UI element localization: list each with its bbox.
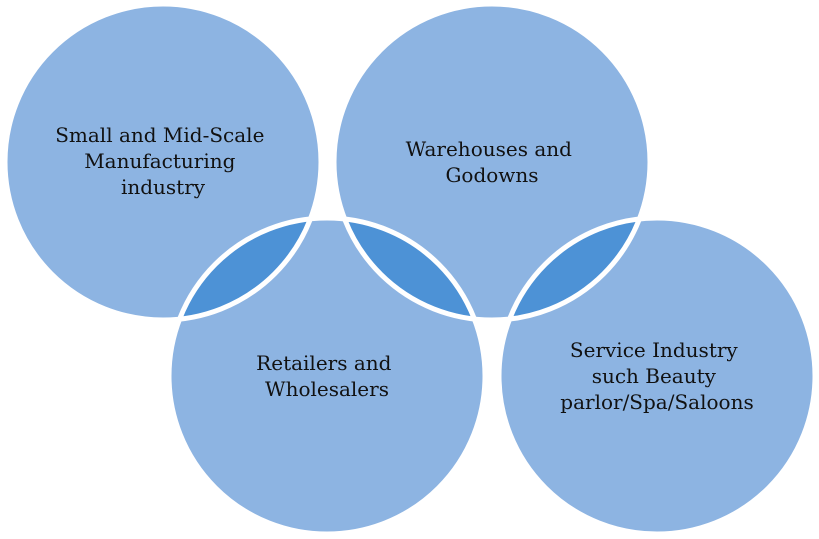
label-manufacturing: Small and Mid-Scale Manufacturing indust…	[55, 123, 271, 199]
label-line: Service Industry	[570, 338, 739, 362]
label-line: Small and Mid-Scale	[55, 123, 264, 147]
outline-warehouses	[331, 1, 653, 323]
label-line: Warehouses and	[406, 137, 572, 161]
label-line: Wholesalers	[265, 377, 389, 401]
label-line: Manufacturing	[84, 149, 235, 173]
label-service: Service Industry such Beauty parlor/Spa/…	[560, 338, 753, 414]
label-retailers: Retailers and Wholesalers	[256, 351, 398, 401]
label-line: parlor/Spa/Saloons	[560, 390, 753, 414]
outline-service	[496, 215, 818, 537]
outline-manufacturing	[2, 1, 324, 323]
label-warehouses: Warehouses and Godowns	[406, 137, 579, 187]
label-line: Retailers and	[256, 351, 391, 375]
label-line: Godowns	[445, 163, 538, 187]
label-line: such Beauty	[592, 364, 717, 388]
outline-retailers	[166, 215, 488, 537]
label-line: industry	[121, 175, 206, 199]
